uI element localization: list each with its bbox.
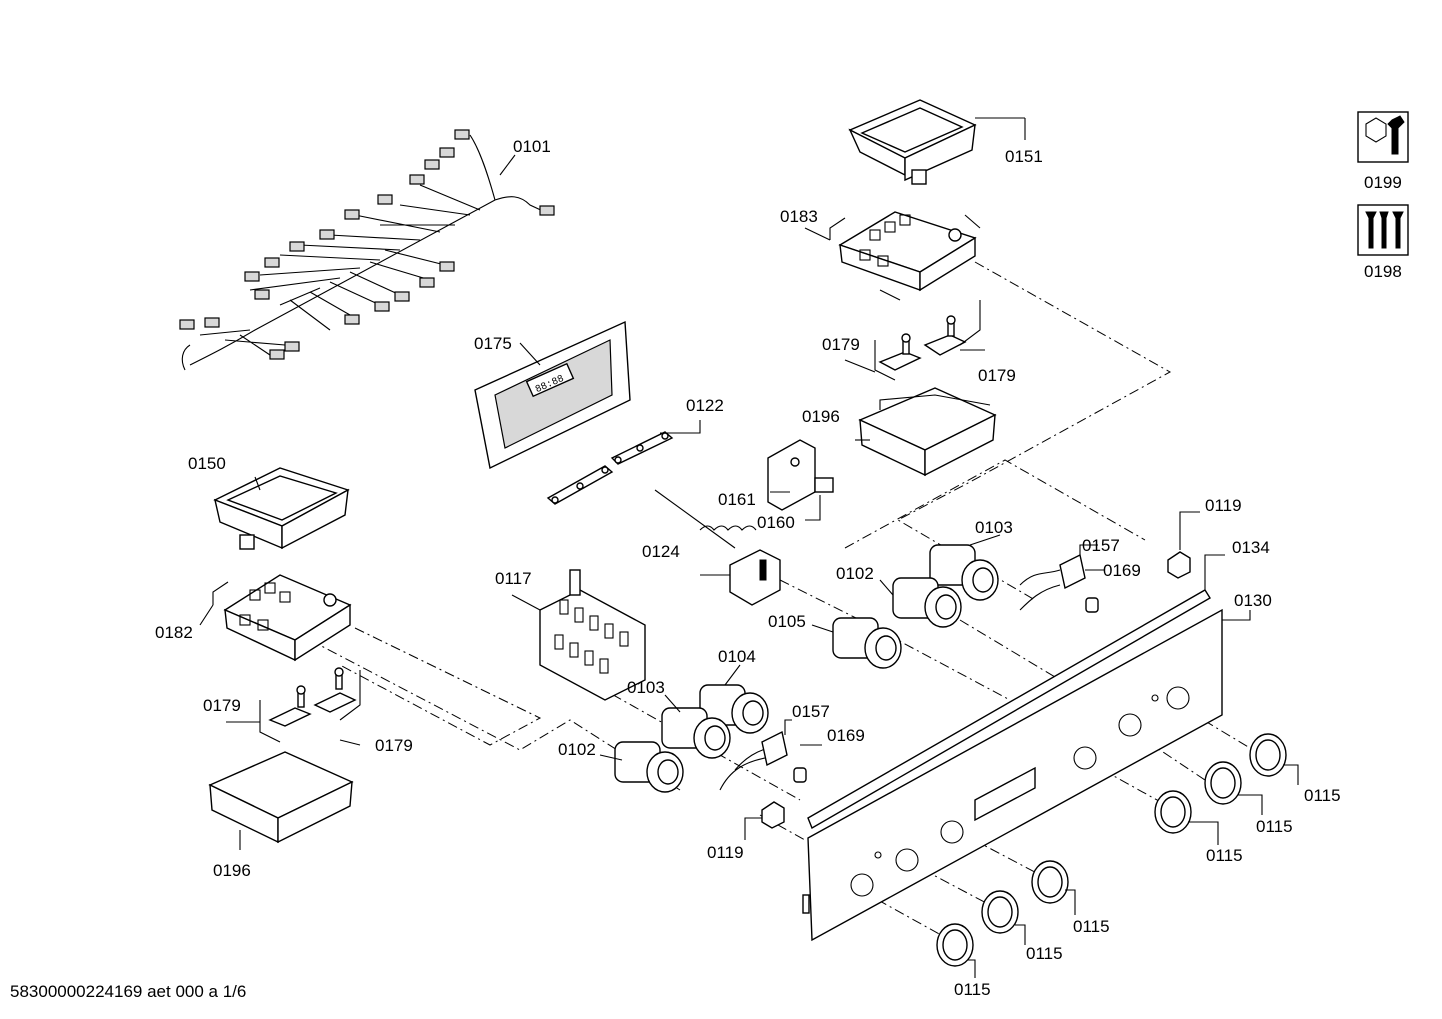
label-0169: 0169 bbox=[827, 726, 865, 745]
rotary-switch-0102-upper bbox=[892, 577, 962, 628]
label-0103: 0103 bbox=[975, 518, 1013, 537]
ring-0115-d bbox=[1031, 860, 1069, 904]
switch-0157-lower bbox=[719, 719, 822, 791]
micro-switches-0179-lower bbox=[226, 667, 361, 746]
rotary-switch-0103-upper bbox=[929, 544, 999, 601]
label-0196: 0196 bbox=[802, 407, 840, 426]
terminal-block-0117 bbox=[511, 569, 646, 701]
label-0179: 0179 bbox=[375, 736, 413, 755]
rotary-switches bbox=[599, 534, 1001, 793]
thermostat-0124 bbox=[654, 489, 781, 606]
ring-0115-a bbox=[1249, 733, 1287, 777]
mounting-frame-0196-upper bbox=[855, 387, 997, 477]
label-0124: 0124 bbox=[642, 542, 680, 561]
label-0179: 0179 bbox=[822, 335, 860, 354]
label-0199: 0199 bbox=[1364, 173, 1402, 192]
link-bars-0122 bbox=[546, 420, 701, 505]
display-board-0175: 88:88 bbox=[474, 320, 631, 470]
label-0182: 0182 bbox=[155, 623, 193, 642]
part-labels: 0101 0151 0183 0179 0179 0175 0122 0196 … bbox=[155, 137, 1402, 999]
wiring-harness-0101 bbox=[179, 129, 555, 371]
bracket-0161-and-lamp-0160 bbox=[767, 439, 834, 521]
label-0151: 0151 bbox=[1005, 147, 1043, 166]
rotary-switch-0105 bbox=[832, 617, 902, 669]
clip-0119-lower bbox=[744, 801, 785, 840]
rotary-switch-0102-lower bbox=[614, 741, 684, 793]
knob-rings-0115 bbox=[936, 733, 1299, 978]
label-0119: 0119 bbox=[1205, 496, 1242, 515]
label-0130: 0130 bbox=[1234, 591, 1272, 610]
label-0150: 0150 bbox=[188, 454, 226, 473]
micro-switches-0179-upper bbox=[844, 300, 985, 381]
label-0115: 0115 bbox=[1304, 786, 1341, 805]
label-0157: 0157 bbox=[1082, 536, 1120, 555]
label-0117: 0117 bbox=[495, 569, 532, 588]
label-0183: 0183 bbox=[780, 207, 818, 226]
ring-0115-f bbox=[936, 923, 974, 967]
guide-lines bbox=[309, 261, 1271, 941]
switch-0157-upper bbox=[1019, 544, 1105, 613]
ring-0115-b bbox=[1204, 761, 1242, 805]
label-0102: 0102 bbox=[836, 564, 874, 583]
label-0115: 0115 bbox=[1256, 817, 1293, 836]
label-0105: 0105 bbox=[768, 612, 806, 631]
label-0179: 0179 bbox=[203, 696, 241, 715]
label-0115: 0115 bbox=[954, 980, 991, 999]
rotary-switch-0103-lower bbox=[661, 707, 731, 759]
label-0101: 0101 bbox=[513, 137, 551, 156]
label-0157: 0157 bbox=[792, 702, 830, 721]
label-0102: 0102 bbox=[558, 740, 596, 759]
mounting-frame-0196-lower bbox=[208, 751, 354, 850]
label-0103: 0103 bbox=[627, 678, 665, 697]
label-0115: 0115 bbox=[1026, 944, 1063, 963]
selector-switch-0183 bbox=[804, 211, 981, 301]
document-footer: 58300000224169 aet 000 a 1/6 bbox=[10, 982, 247, 1001]
trim-strip-0134 bbox=[807, 554, 1225, 830]
selector-switch-0182 bbox=[199, 574, 352, 662]
label-0122: 0122 bbox=[686, 396, 724, 415]
screws-icon-0198 bbox=[1357, 204, 1409, 256]
ring-0115-c bbox=[1154, 790, 1192, 834]
label-0161: 0161 bbox=[718, 490, 756, 509]
label-0160: 0160 bbox=[757, 513, 795, 532]
label-0104: 0104 bbox=[718, 647, 756, 666]
ring-0115-e bbox=[981, 890, 1019, 934]
label-0198: 0198 bbox=[1364, 262, 1402, 281]
switch-box-0151 bbox=[848, 99, 1026, 185]
label-0196: 0196 bbox=[213, 861, 251, 880]
label-0175: 0175 bbox=[474, 334, 512, 353]
label-0169: 0169 bbox=[1103, 561, 1141, 580]
label-0134: 0134 bbox=[1232, 538, 1270, 557]
clip-0119-upper bbox=[1167, 511, 1200, 579]
label-0179: 0179 bbox=[978, 366, 1016, 385]
tool-icon-0199 bbox=[1357, 111, 1409, 163]
control-panel-0130 bbox=[802, 608, 1251, 942]
label-0119: 0119 bbox=[707, 843, 744, 862]
label-0115: 0115 bbox=[1206, 846, 1243, 865]
label-0115: 0115 bbox=[1073, 917, 1110, 936]
switch-box-0150 bbox=[213, 467, 350, 550]
